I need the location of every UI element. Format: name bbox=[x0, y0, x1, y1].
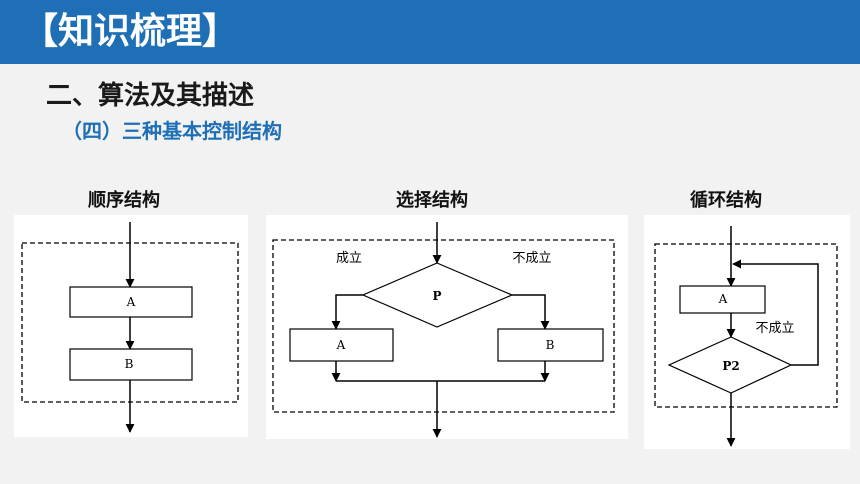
selection-panel bbox=[266, 215, 628, 439]
loop-diagram-title: 循环结构 bbox=[690, 190, 762, 211]
header-title: 【知识梳理】 bbox=[22, 11, 239, 52]
sequence-box-b-label: B bbox=[125, 357, 134, 371]
selection-diagram: P 成立 不成立 A B bbox=[272, 222, 615, 438]
selection-no-label: 不成立 bbox=[512, 251, 551, 266]
section-title: 二、算法及其描述 bbox=[46, 81, 255, 111]
sequence-box-a bbox=[69, 286, 193, 318]
selection-box-a-label: A bbox=[336, 338, 346, 352]
loop-box-a bbox=[679, 285, 766, 314]
sequence-box-a-label: A bbox=[126, 295, 136, 309]
selection-decision-diamond bbox=[361, 262, 514, 328]
selection-box-b bbox=[497, 328, 604, 362]
selection-no-branch-arrow bbox=[512, 294, 550, 330]
loop-dashed-boundary bbox=[654, 243, 838, 408]
selection-diagram-title: 选择结构 bbox=[396, 190, 468, 211]
loop-panel bbox=[644, 215, 850, 449]
header-bar: 【知识梳理】 bbox=[0, 0, 860, 64]
sequence-diagram: A B bbox=[21, 222, 239, 433]
sequence-diagram-title: 顺序结构 bbox=[88, 190, 160, 211]
loop-condition-label: P2 bbox=[722, 359, 739, 373]
loop-box-a-label: A bbox=[718, 292, 728, 306]
selection-dashed-boundary bbox=[272, 239, 615, 413]
selection-yes-branch-arrow bbox=[331, 294, 363, 330]
subsection-title: （四）三种基本控制结构 bbox=[62, 119, 282, 143]
selection-box-b-label: B bbox=[546, 338, 555, 352]
loop-back-arrow bbox=[732, 259, 819, 366]
sequence-panel bbox=[14, 215, 248, 437]
selection-condition-label: P bbox=[432, 289, 441, 303]
loop-no-label: 不成立 bbox=[755, 321, 794, 336]
sequence-box-b bbox=[69, 348, 193, 381]
selection-yes-label: 成立 bbox=[336, 251, 362, 266]
selection-box-a bbox=[289, 328, 394, 362]
loop-diagram: A 不成立 P2 bbox=[654, 226, 838, 447]
